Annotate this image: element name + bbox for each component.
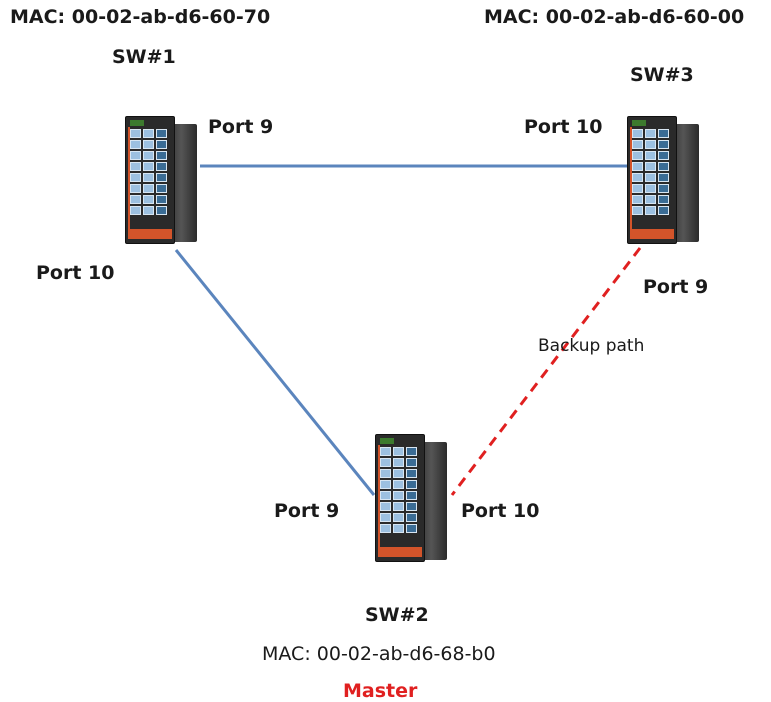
backup-path-label: Backup path: [538, 336, 645, 356]
sw2-name-label: SW#2: [365, 604, 429, 626]
sw1-port9-label: Port 9: [208, 116, 274, 138]
sw1-name-label: SW#1: [112, 46, 176, 68]
backup-link-sw3-sw2: [450, 247, 642, 496]
sw2-port10-label: Port 10: [461, 500, 540, 522]
switch-sw1: [125, 116, 205, 246]
sw1-port10-label: Port 10: [36, 262, 115, 284]
sw3-port10-label: Port 10: [524, 116, 603, 138]
sw3-port9-label: Port 9: [643, 276, 709, 298]
switch-sw2: [375, 434, 455, 564]
sw3-mac-label: MAC: 00-02-ab-d6-60-00: [484, 6, 745, 28]
link-sw1-sw2: [174, 249, 376, 496]
sw2-mac-label: MAC: 00-02-ab-d6-68-b0: [262, 643, 496, 665]
switch-sw3: [627, 116, 707, 246]
sw2-port9-label: Port 9: [274, 500, 340, 522]
sw1-mac-label: MAC: 00-02-ab-d6-60-70: [10, 6, 271, 28]
sw3-name-label: SW#3: [630, 64, 694, 86]
master-role-label: Master: [343, 680, 418, 702]
